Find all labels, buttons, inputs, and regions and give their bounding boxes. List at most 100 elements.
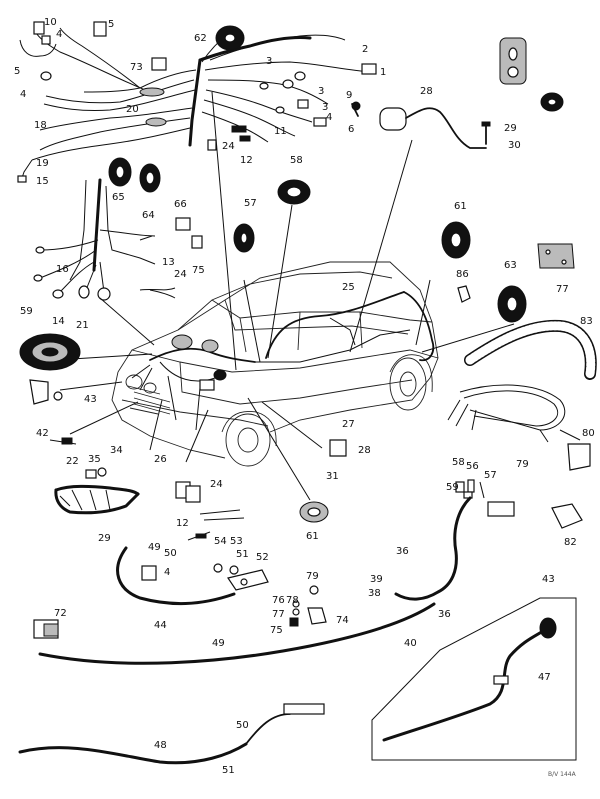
callout-label: 42 xyxy=(36,428,49,439)
callout-label: 4 xyxy=(20,89,26,100)
callout-label: 57 xyxy=(244,198,257,209)
callout-label: 47 xyxy=(538,672,551,683)
callout-label: 15 xyxy=(36,176,49,187)
callout-label: 53 xyxy=(230,536,243,547)
callout-label: 18 xyxy=(34,120,47,131)
callout-label: 75 xyxy=(270,625,283,636)
callout-label: 56 xyxy=(466,461,479,472)
callout-label: 58 xyxy=(452,457,465,468)
callout-label: 43 xyxy=(84,394,97,405)
main-harness xyxy=(17,21,377,183)
callout-label: 20 xyxy=(126,104,139,115)
callout-label: 49 xyxy=(148,542,161,553)
callout-label: 51 xyxy=(236,549,249,560)
callout-label: 79 xyxy=(306,571,319,582)
callout-label: 58 xyxy=(290,155,303,166)
callout-label: 78 xyxy=(286,595,299,606)
callout-label: 21 xyxy=(76,320,89,331)
reference-code: B/V 144A xyxy=(548,771,577,778)
callout-label: 62 xyxy=(194,33,207,44)
callout-label: 29 xyxy=(98,533,111,544)
callout-label: 27 xyxy=(342,419,355,430)
callout-label: 57 xyxy=(484,470,497,481)
callout-label: 44 xyxy=(154,620,167,631)
callout-label: 82 xyxy=(564,537,577,548)
callout-label: 2 xyxy=(362,44,368,55)
callout-label: 16 xyxy=(56,264,69,275)
callout-label: 14 xyxy=(52,316,65,327)
callout-label: 49 xyxy=(212,638,225,649)
grommets xyxy=(19,25,564,523)
callout-label: 12 xyxy=(176,518,189,529)
callout-label: 38 xyxy=(368,588,381,599)
callout-label: 29 xyxy=(504,123,517,134)
callout-labels: 10 5 4 2 3 5 73 62 4 1 3 9 20 3 4 6 11 1… xyxy=(14,17,595,778)
callout-label: 77 xyxy=(272,609,285,620)
callout-label: 22 xyxy=(66,456,79,467)
callout-label: 63 xyxy=(504,260,517,271)
small-parts xyxy=(29,37,591,639)
callout-label: 73 xyxy=(130,62,143,73)
callout-label: 43 xyxy=(542,574,555,585)
callout-label: 5 xyxy=(14,66,20,77)
callout-label: 72 xyxy=(54,608,67,619)
leader-lines xyxy=(55,91,515,501)
callout-label: 26 xyxy=(154,454,167,465)
callout-label: 6 xyxy=(348,124,354,135)
callout-label: 77 xyxy=(556,284,569,295)
callout-label: 12 xyxy=(240,155,253,166)
callout-label: 25 xyxy=(342,282,355,293)
callout-label: 52 xyxy=(256,552,269,563)
callout-label: 11 xyxy=(274,126,287,137)
callout-label: 3 xyxy=(266,56,272,67)
callout-label: 4 xyxy=(56,29,62,40)
callout-label: 24 xyxy=(222,141,235,152)
callout-label: 54 xyxy=(214,536,227,547)
callout-label: 9 xyxy=(346,90,352,101)
lower-left-harness xyxy=(33,178,176,301)
callout-label: 76 xyxy=(272,595,285,606)
callout-label: 79 xyxy=(516,459,529,470)
callout-label: 36 xyxy=(438,609,451,620)
callout-label: 24 xyxy=(210,479,223,490)
callout-label: 36 xyxy=(396,546,409,557)
callout-label: 35 xyxy=(88,454,101,465)
callout-label: 4 xyxy=(164,567,170,578)
callout-label: 19 xyxy=(36,158,49,169)
callout-label: 31 xyxy=(326,471,339,482)
callout-label: 3 xyxy=(322,102,328,113)
callout-label: 28 xyxy=(358,445,371,456)
cables xyxy=(18,319,597,765)
callout-label: 40 xyxy=(404,638,417,649)
callout-label: 24 xyxy=(174,269,187,280)
callout-label: 75 xyxy=(192,265,205,276)
callout-label: 30 xyxy=(508,140,521,151)
callout-label: 28 xyxy=(420,86,433,97)
callout-label: 39 xyxy=(370,574,383,585)
callout-label: 10 xyxy=(44,17,57,28)
callout-label: 59 xyxy=(20,306,33,317)
callout-label: 66 xyxy=(174,199,187,210)
callout-label: 3 xyxy=(318,86,324,97)
callout-label: 13 xyxy=(162,257,175,268)
callout-label: 34 xyxy=(110,445,123,456)
callout-label: 50 xyxy=(164,548,177,559)
callout-label: 80 xyxy=(582,428,595,439)
callout-label: 61 xyxy=(306,531,319,542)
callout-label: 74 xyxy=(336,615,349,626)
callout-label: 64 xyxy=(142,210,155,221)
callout-label: 65 xyxy=(112,192,125,203)
callout-label: 59 xyxy=(446,482,459,493)
callout-label: 86 xyxy=(456,269,469,280)
callout-label: 83 xyxy=(580,316,593,327)
callout-label: 51 xyxy=(222,765,235,776)
callout-label: 48 xyxy=(154,740,167,751)
car-outline xyxy=(111,261,439,467)
callout-label: 4 xyxy=(326,112,332,123)
callout-label: 5 xyxy=(108,19,114,30)
callout-label: 1 xyxy=(380,67,386,78)
callout-label: 50 xyxy=(236,720,249,731)
callout-label: 61 xyxy=(454,201,467,212)
